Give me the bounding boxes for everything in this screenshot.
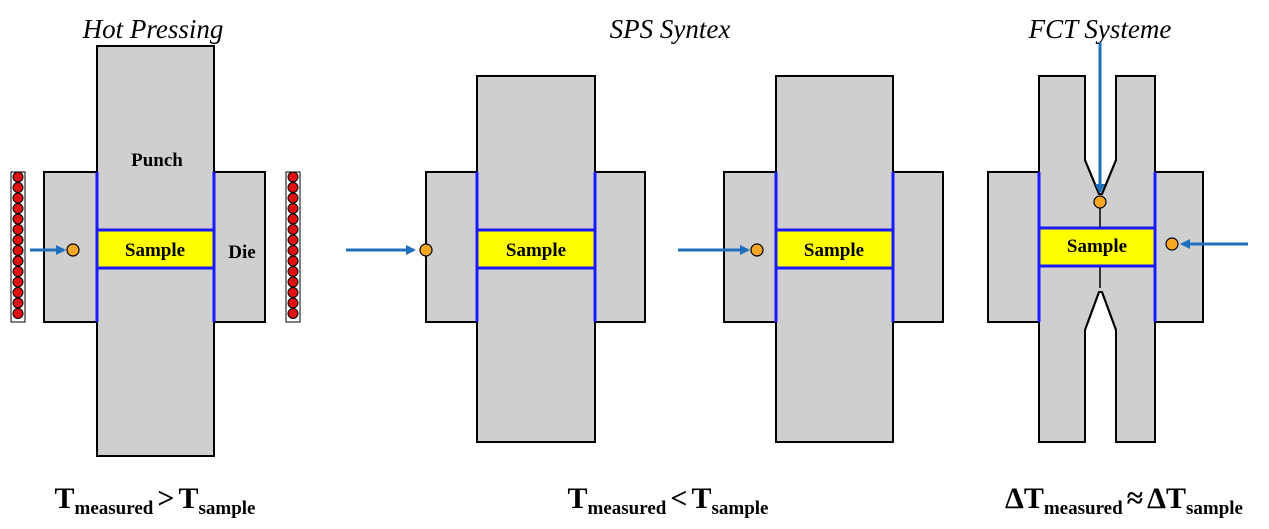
sps-assembly-right: Sample <box>678 75 944 443</box>
heater-coil <box>12 287 24 298</box>
heater-coil <box>12 297 24 309</box>
heater-coil <box>287 182 299 193</box>
sample-label: Sample <box>506 240 566 261</box>
heater-coil <box>12 192 24 204</box>
heater-coil <box>287 203 299 214</box>
heater-coil <box>287 276 299 288</box>
heater-coil <box>12 224 24 235</box>
heater-coil <box>12 308 24 319</box>
title-sps-syntex: SPS Syntex <box>610 14 731 44</box>
sps-assembly-left: Sample <box>346 75 646 443</box>
heater-coil <box>287 255 299 267</box>
sample-label: Sample <box>804 240 864 261</box>
heater-coil <box>287 213 299 225</box>
heater-coil <box>287 192 299 204</box>
punch-cavity-bottom-left <box>1084 291 1100 442</box>
thermocouple-icon <box>750 243 764 257</box>
fct-assembly: Sample <box>987 42 1248 443</box>
heater-coil <box>287 245 299 256</box>
heater-coil <box>287 266 299 277</box>
heater-coil <box>12 266 24 277</box>
heater-coil <box>12 203 24 214</box>
heater-coil <box>12 245 24 256</box>
heater-coil <box>287 224 299 235</box>
thermocouple-icon-side <box>1165 237 1179 251</box>
heater-coil <box>287 297 299 309</box>
equation-sps: Tmeasured<Tsample <box>568 482 769 519</box>
heater-coil <box>12 276 24 288</box>
equation-fct: ΔTmeasured≈ΔTsample <box>1005 482 1243 519</box>
heater-right <box>285 171 301 323</box>
heater-coil <box>12 213 24 225</box>
equation-hot-pressing: Tmeasured>Tsample <box>55 482 256 519</box>
punch-cavity-bottom-right <box>1101 291 1117 442</box>
heater-coil <box>287 171 299 183</box>
heater-coil <box>287 308 299 319</box>
title-hot-pressing: Hot Pressing <box>82 14 224 44</box>
heater-coil <box>287 287 299 298</box>
thermocouple-icon <box>419 243 433 257</box>
punch-cavity-top-left <box>1084 76 1100 195</box>
sample-block <box>774 228 895 270</box>
heater-coil <box>12 171 24 183</box>
sample-block <box>1037 226 1157 268</box>
hot-pressing-assembly: Punch Sample Die <box>10 45 301 457</box>
heater-coil <box>12 182 24 193</box>
punch-label: Punch <box>131 150 183 171</box>
heater-left <box>10 171 26 323</box>
heater-coil <box>287 234 299 246</box>
thermocouple-icon <box>66 243 80 257</box>
heater-coil <box>12 234 24 246</box>
heater-coil <box>12 255 24 267</box>
title-fct-systeme: FCT Systeme <box>1028 14 1172 44</box>
thermocouple-icon-top <box>1093 195 1107 209</box>
sample-label: Sample <box>1067 236 1127 257</box>
sample-label: Sample <box>125 240 185 261</box>
punch-cavity-top-right <box>1101 76 1117 195</box>
die-label: Die <box>228 242 255 263</box>
sample-block <box>95 228 216 270</box>
